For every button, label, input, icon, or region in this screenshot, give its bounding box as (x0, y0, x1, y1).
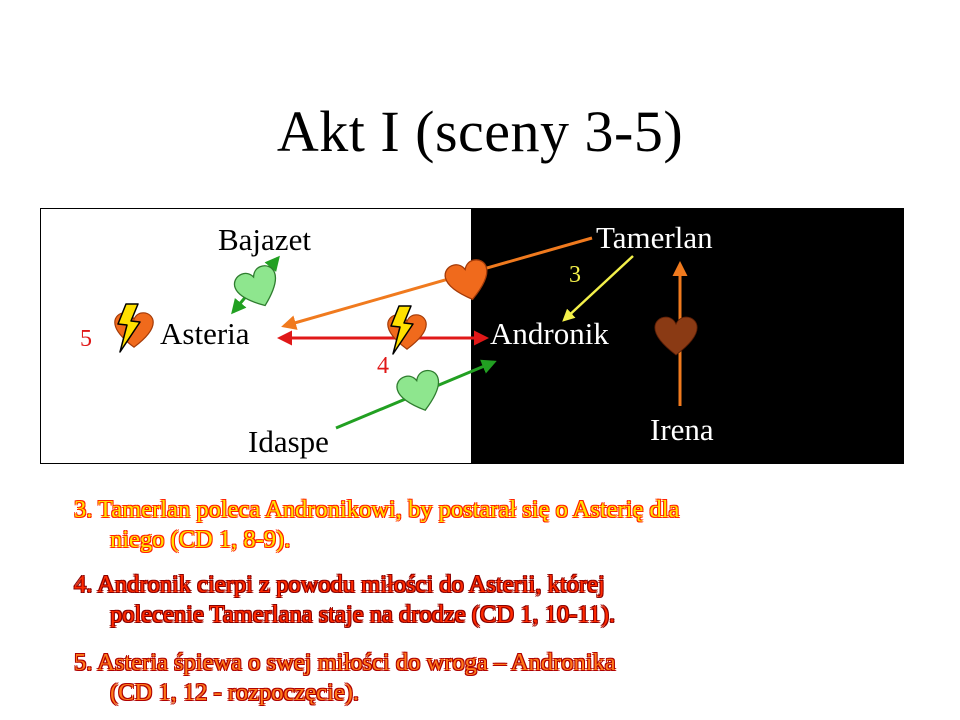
scene-number-3: 3 (569, 262, 581, 288)
scene-description-line: (CD 1, 12 - rozpoczęcie). (110, 679, 359, 706)
slide-title: Akt I (sceny 3-5) (276, 99, 684, 164)
broken-heart-icon (387, 305, 427, 355)
label-tamerlan: Tamerlan (596, 220, 713, 255)
label-irena: Irena (650, 412, 714, 447)
label-andronik: Andronik (490, 316, 609, 351)
scene-description-line: 4. Andronik cierpi z powodu miłości do A… (74, 571, 605, 598)
scene-description-line: 3. Tamerlan poleca Andronikowi, by posta… (74, 496, 680, 523)
scene-description-5: 5. Asteria śpiewa o swej miłości do wrog… (74, 648, 894, 708)
scene-description-line: polecenie Tamerlana staje na drodze (CD … (110, 601, 616, 628)
scene-description-3: 3. Tamerlan poleca Andronikowi, by posta… (74, 495, 894, 555)
scene-number-5: 5 (80, 326, 92, 352)
tamerlan-asteria-arrow (281, 236, 593, 330)
scene-description-4: 4. Andronik cierpi z powodu miłości do A… (74, 570, 894, 630)
label-bajazet: Bajazet (218, 222, 311, 257)
relationship-diagram: Bajazet Asteria Idaspe Tamerlan Andronik… (40, 208, 904, 464)
label-asteria: Asteria (160, 316, 250, 351)
scene-description-line: 5. Asteria śpiewa o swej miłości do wrog… (74, 649, 616, 676)
label-idaspe: Idaspe (248, 424, 329, 459)
tamerlan-andronik-arrow (562, 255, 634, 322)
scene-description-line: niego (CD 1, 8-9). (110, 526, 291, 553)
broken-heart-icon (114, 303, 154, 353)
scene-number-4: 4 (377, 353, 389, 379)
